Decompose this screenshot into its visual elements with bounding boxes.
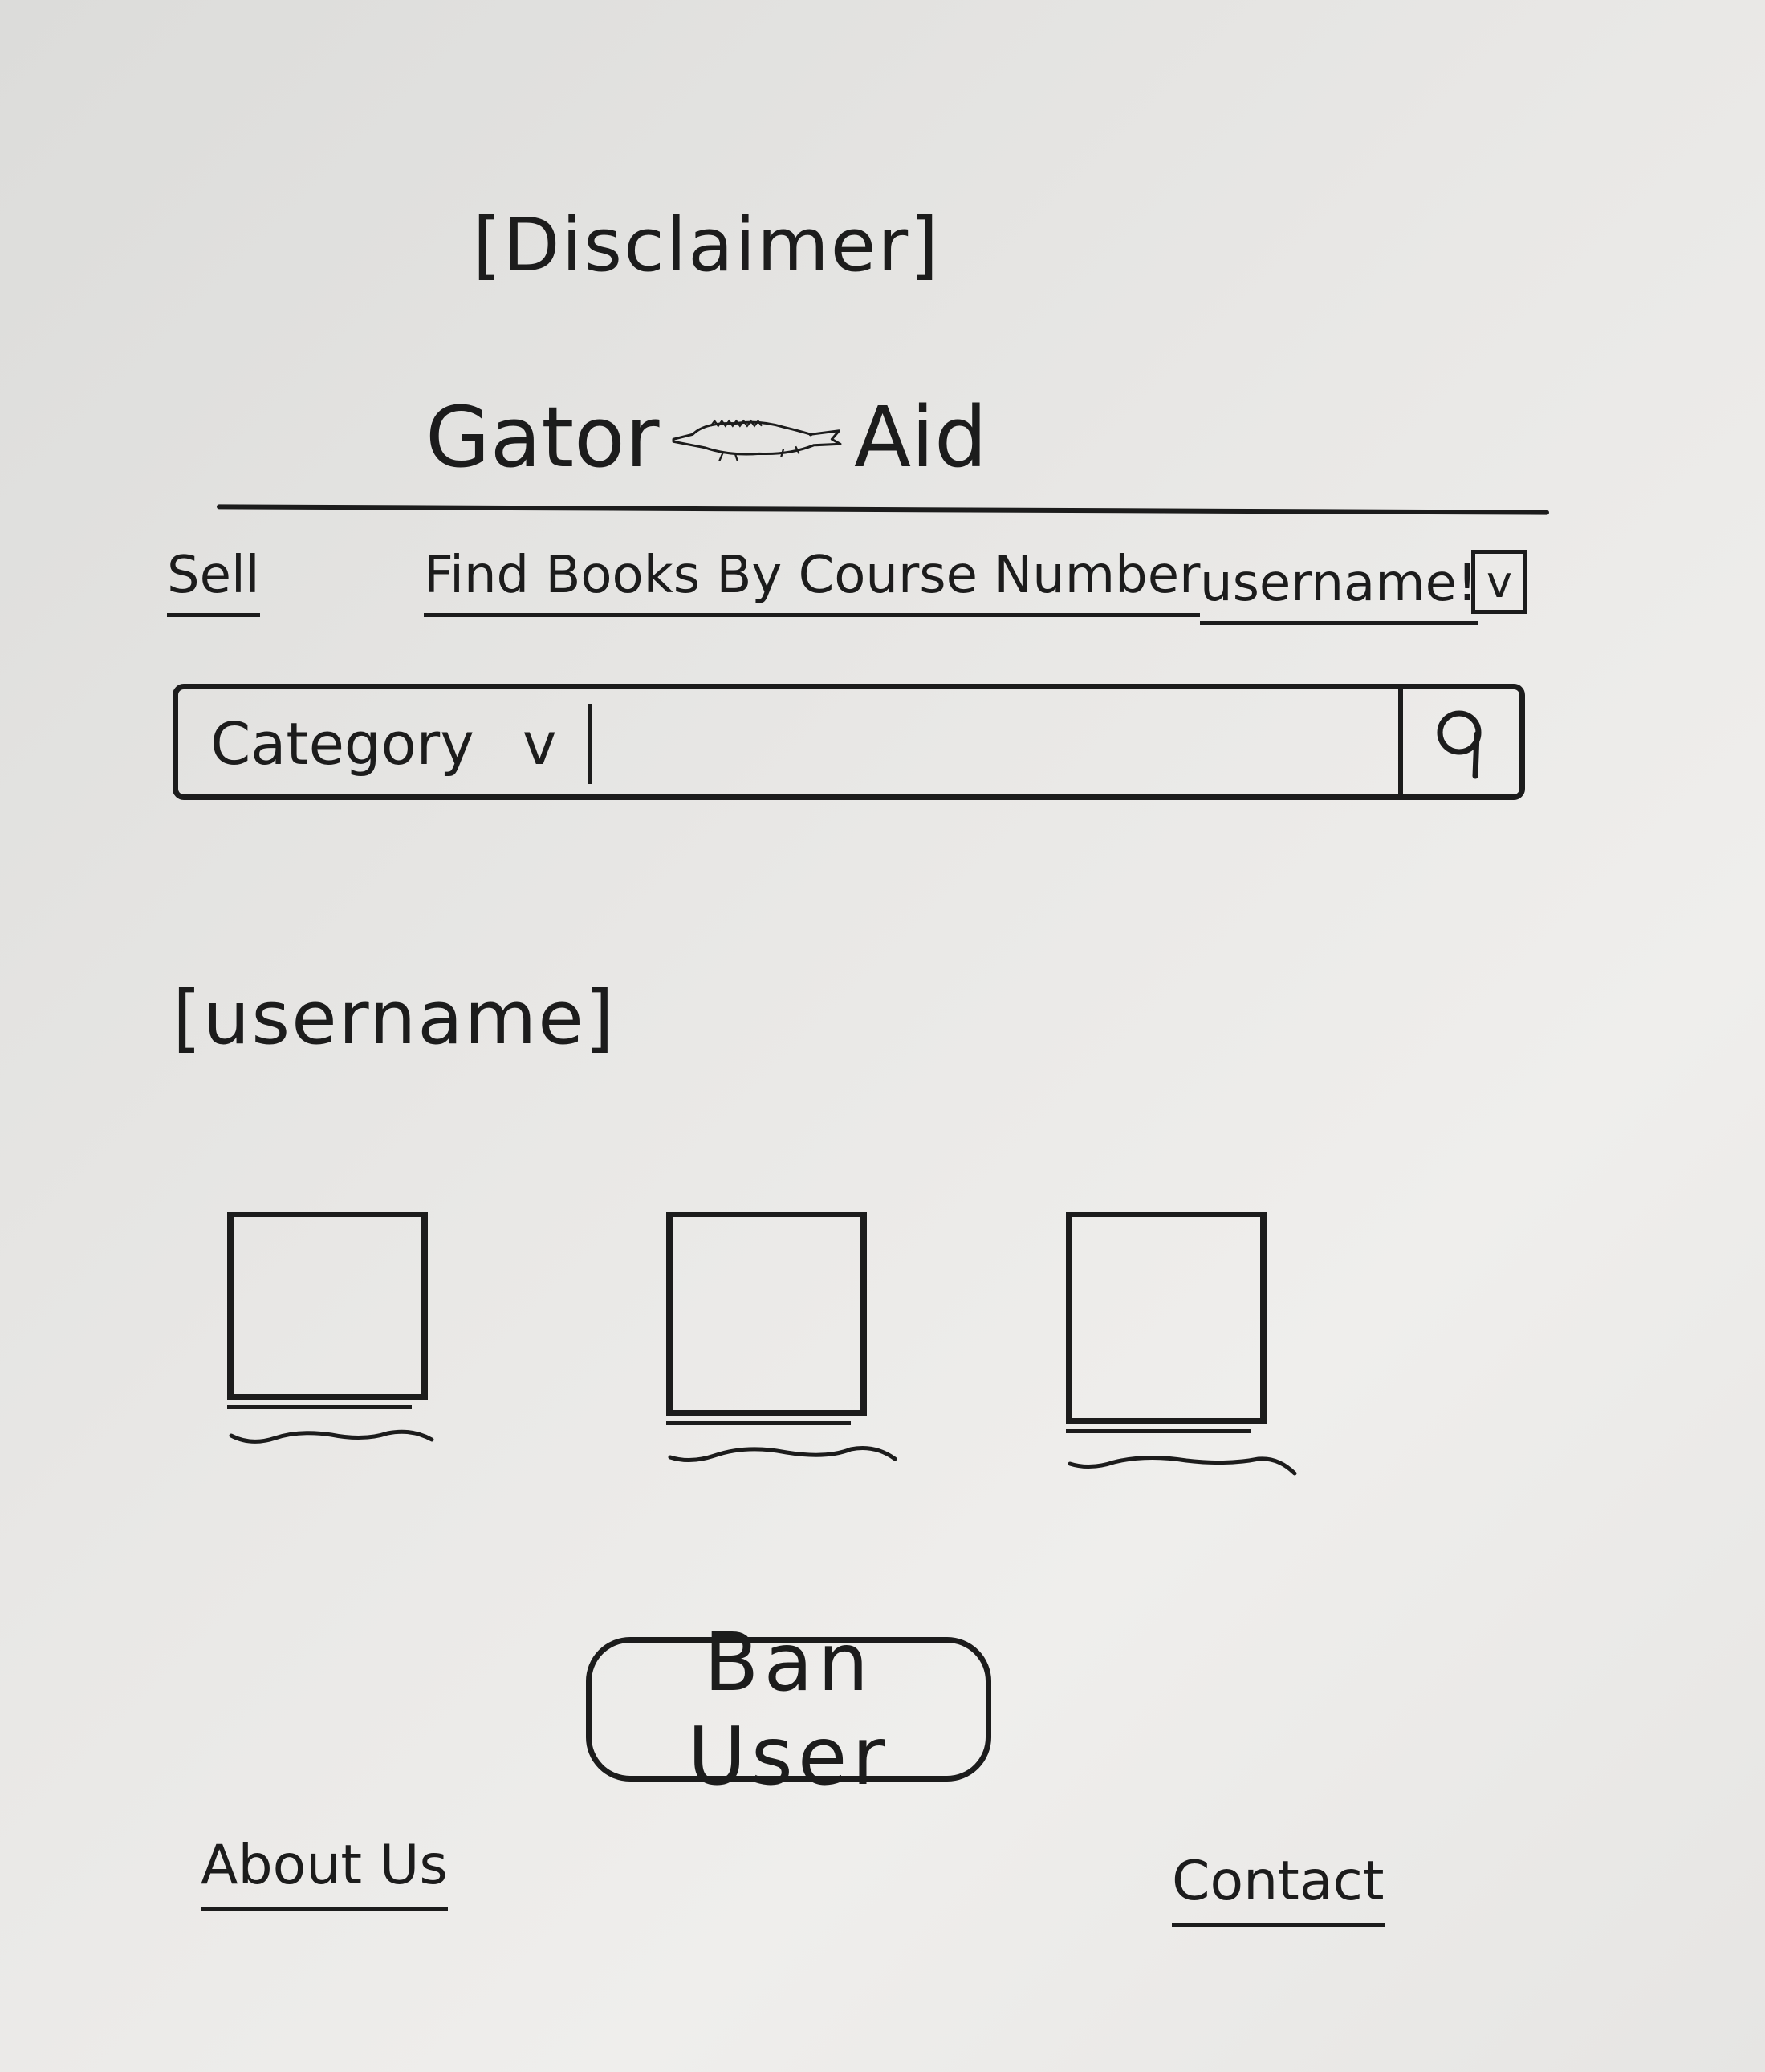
- footer-contact-link[interactable]: Contact: [1172, 1850, 1385, 1927]
- site-logo[interactable]: Gator Aid: [425, 377, 987, 498]
- nav-username-link[interactable]: username!: [1200, 554, 1478, 625]
- listing-image-placeholder: [666, 1212, 867, 1416]
- search-icon: [1437, 710, 1482, 778]
- nav-sell-link[interactable]: Sell: [167, 546, 260, 617]
- listing-divider: [666, 1421, 851, 1425]
- user-menu-toggle[interactable]: v: [1471, 550, 1527, 614]
- listing-title-placeholder: [668, 1446, 897, 1462]
- profile-username-heading: [username]: [173, 975, 616, 1061]
- listing-card[interactable]: [1066, 1212, 1297, 1483]
- logo-text-right: Aid: [853, 388, 987, 486]
- search-input[interactable]: [596, 697, 1466, 787]
- header-divider: [216, 504, 1550, 515]
- listing-title-placeholder: [229, 1429, 434, 1444]
- alligator-icon: [673, 419, 842, 461]
- listing-divider: [227, 1405, 412, 1409]
- listing-card[interactable]: [666, 1212, 897, 1470]
- chevron-down-icon: v: [1486, 556, 1512, 607]
- category-dropdown[interactable]: Category v: [210, 704, 592, 784]
- footer-about-link[interactable]: About Us: [201, 1834, 448, 1911]
- search-bar: Category v: [173, 684, 1525, 800]
- search-button[interactable]: [1398, 689, 1519, 794]
- nav-find-books-link[interactable]: Find Books By Course Number: [424, 546, 1201, 617]
- category-label: Category: [210, 710, 474, 778]
- listing-image-placeholder: [227, 1212, 428, 1400]
- chevron-down-icon: v: [522, 710, 557, 778]
- ban-user-button[interactable]: Ban User: [586, 1615, 991, 1803]
- logo-text-left: Gator: [425, 388, 660, 486]
- listing-image-placeholder: [1066, 1212, 1267, 1424]
- listing-divider: [1066, 1429, 1251, 1433]
- listing-title-placeholder: [1068, 1455, 1297, 1476]
- disclaimer-banner: [Disclaimer]: [472, 201, 941, 288]
- listing-card[interactable]: [227, 1212, 444, 1451]
